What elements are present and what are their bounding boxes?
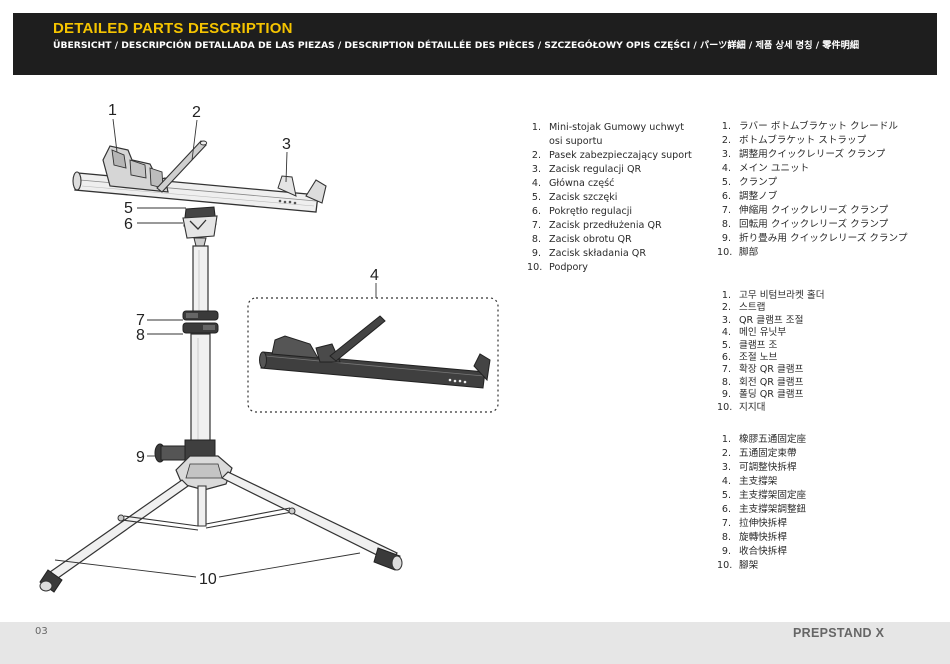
list-item: 8.회전 QR 클램프 [721, 376, 804, 388]
main-tube [190, 245, 211, 459]
list-item: 3.調整用クイックレリーズ クランプ [721, 149, 886, 160]
page-footer-bar [0, 622, 950, 664]
bb-cradle [102, 145, 169, 193]
list-item: 6.Pokrętło regulacji [531, 206, 633, 217]
callout-9: 9 [136, 449, 145, 466]
page-subtitle: ÜBERSICHT / DESCRIPCIÓN DETALLADA DE LAS… [53, 40, 860, 51]
list-item: 1.고무 비텀브라켓 홀더 [721, 290, 825, 301]
list-item: 9.折り畳み用 クイックレリーズ クランプ [721, 233, 908, 244]
list-item: 5.主支撐架固定座 [721, 490, 807, 501]
list-item: 4.メイン ユニット [721, 163, 810, 174]
list-item: 8.旋轉快拆桿 [721, 532, 787, 543]
detail-box [247, 297, 499, 413]
list-item: 7.확장 QR 클램프 [721, 364, 804, 376]
list-item: 10.지지대 [717, 401, 766, 413]
list-item: 4.主支撐架 [721, 476, 778, 487]
list-item: 10.腳架 [717, 560, 759, 571]
list-item: 8.Zacisk obrotu QR [531, 234, 632, 245]
page-number: 03 [35, 626, 48, 637]
list-item: 5.Zacisk szczęki [531, 192, 618, 203]
list-item: 5.클램프 조 [721, 339, 778, 351]
list-item: 5.クランプ [721, 177, 778, 188]
callout-10: 10 [199, 571, 217, 588]
head-clamp [182, 206, 218, 247]
list-item: 9.Zacisk składania QR [531, 248, 647, 259]
parts-list-chinese: 1.橡膠五通固定座 2.五通固定束帶 3.可調整快拆桿 4.主支撐架 5.主支撐… [717, 433, 806, 573]
list-item: 1.ラバー ボトムブラケット クレードル [721, 121, 898, 132]
callout-2: 2 [192, 104, 201, 121]
list-item: 2.스트랩 [721, 302, 766, 314]
list-item: 9.收合快拆桿 [721, 546, 787, 557]
list-item: 2.ボトムブラケット ストラップ [721, 135, 867, 146]
list-item: 2.Pasek zabezpieczający suport [531, 150, 692, 161]
list-item: 3.Zacisk regulacji QR [531, 164, 642, 175]
list-item: 7.Zacisk przedłużenia QR [531, 220, 662, 231]
list-item: 3.可調整快拆桿 [721, 462, 797, 473]
list-item: 1.橡膠五通固定座 [721, 434, 807, 445]
parts-list-korean: 1.고무 비텀브라켓 홀더 2.스트랩 3.QR 클램프 조절 4.메인 유닛부… [717, 290, 825, 414]
callout-4: 4 [370, 267, 379, 284]
list-item: 10.Podpory [527, 262, 588, 273]
list-item: 8.回転用 クイックレリーズ クランプ [721, 219, 889, 230]
tripod-hub [175, 455, 233, 491]
list-item: 10.脚部 [717, 247, 759, 258]
callout-8: 8 [136, 327, 145, 344]
list-item: 6.조절 노브 [721, 352, 778, 364]
callout-3: 3 [282, 136, 291, 153]
parts-list-japanese: 1.ラバー ボトムブラケット クレードル 2.ボトムブラケット ストラップ 3.… [717, 120, 907, 260]
list-item: 4.Główna część [531, 178, 615, 189]
repair-stand-diagram: 1 2 3 4 5 6 7 8 9 10 [39, 102, 499, 593]
callout-labels: 1 2 3 4 5 6 7 8 9 10 [108, 102, 379, 588]
callout-6: 6 [124, 216, 133, 233]
strap-rod [156, 140, 208, 193]
list-item: 3.QR 클램프 조절 [721, 314, 804, 326]
list-item: 4.메인 유닛부 [721, 327, 787, 339]
page-title: DETAILED PARTS DESCRIPTION [53, 20, 293, 37]
list-item: 2.五通固定束帶 [721, 448, 797, 459]
list-item: 6.調整ノブ [721, 191, 778, 202]
list-item: 9.폴딩 QR 클램프 [721, 389, 804, 401]
product-name: PREPSTAND X [793, 626, 885, 640]
callout-5: 5 [124, 200, 133, 217]
leader-lines [54, 118, 377, 578]
tripod-legs [39, 471, 403, 593]
list-item: 7.伸縮用 クイックレリーズ クランプ [721, 205, 889, 216]
page-header-bar [13, 13, 937, 75]
callout-7: 7 [136, 312, 145, 329]
list-item: 6.主支撐架調整鈕 [721, 504, 807, 515]
list-item: 7.拉伸快拆桿 [721, 518, 787, 529]
qr-collars [182, 310, 219, 334]
callout-1: 1 [108, 102, 117, 119]
